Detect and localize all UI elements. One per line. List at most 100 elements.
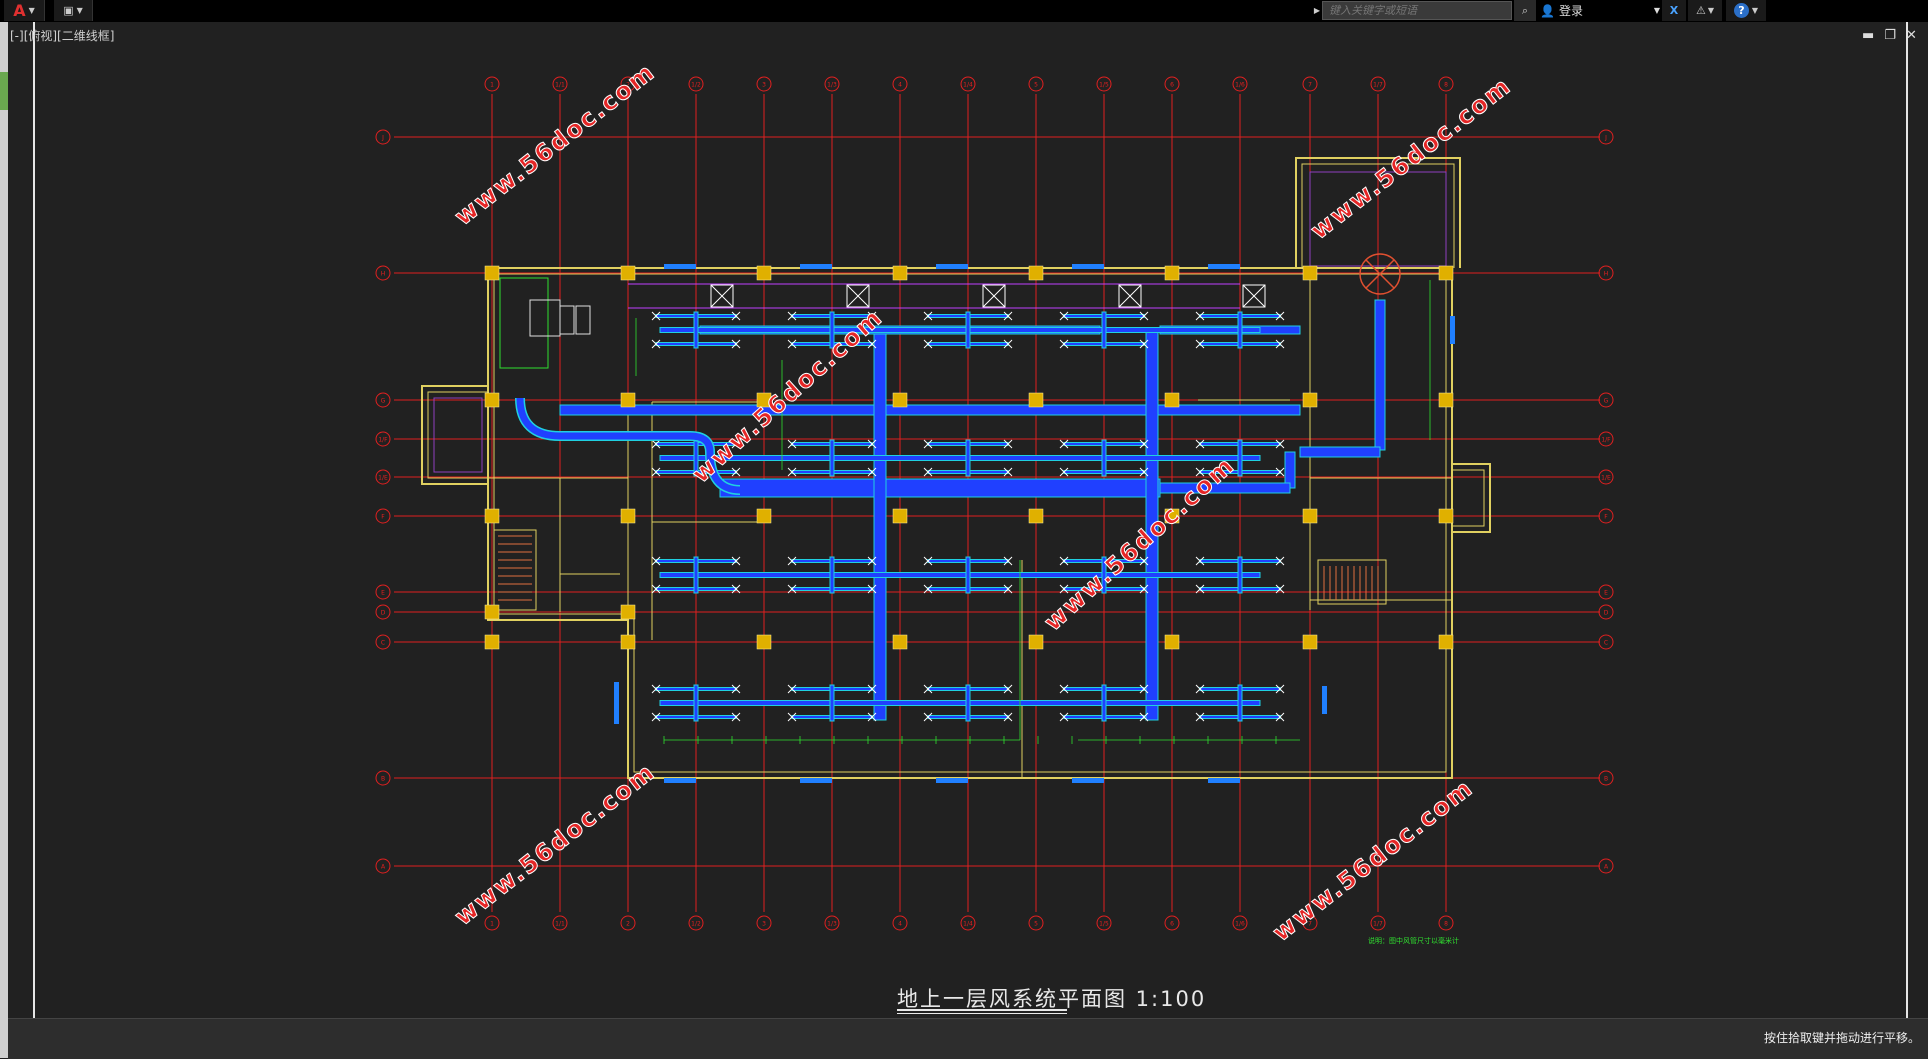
autodesk-exchange-button[interactable]: X: [1662, 0, 1686, 21]
diffuser-mark: [1275, 712, 1285, 722]
diffuser-mark: [923, 339, 933, 349]
axis-bubble: [1438, 76, 1454, 92]
diffuser-mark: [1003, 467, 1013, 477]
diffuser-mark: [1139, 311, 1149, 321]
column: [620, 392, 636, 408]
axis-bubble: [375, 508, 391, 524]
diffuser-mark: [731, 712, 741, 722]
diffuser-mark: [867, 712, 877, 722]
chevron-down-icon: ▼: [1707, 6, 1715, 15]
tool-palette-strip[interactable]: [0, 22, 8, 1058]
diffuser-mark: [1059, 339, 1069, 349]
diffuser-mark: [1003, 556, 1013, 566]
axis-bubble: [375, 431, 391, 447]
restore-icon[interactable]: ❐: [1884, 28, 1896, 43]
window: [800, 778, 832, 783]
building-walls: [421, 157, 1491, 779]
duct-segment: [659, 327, 1261, 333]
axis-bubble-label: 1/F: [378, 437, 388, 444]
axis-bubble-label: H: [1604, 271, 1609, 278]
column: [1164, 265, 1180, 281]
application-menu-button[interactable]: A ▼: [4, 0, 45, 21]
axis-bubble-label: 1/4: [963, 82, 973, 89]
structural-columns: [484, 265, 1454, 650]
duct-segment: [693, 556, 699, 594]
column: [1438, 508, 1454, 524]
diffuser-mark: [1139, 684, 1149, 694]
diffuser-mark: [787, 556, 797, 566]
help-button[interactable]: ? ▼: [1726, 0, 1766, 21]
window: [1208, 778, 1240, 783]
binoculars-search-icon[interactable]: ⌕: [1514, 0, 1536, 21]
axis-bubble-label: H: [381, 271, 386, 278]
column: [1302, 265, 1318, 281]
viewport-frame-left: [33, 22, 35, 1018]
axis-bubble-label: 1/1: [555, 82, 565, 89]
duct-segment: [659, 700, 1261, 706]
duct-segment: [965, 556, 971, 594]
diffuser-mark: [1139, 439, 1149, 449]
axis-bubble: [620, 76, 636, 92]
axis-bubble-label: 1/E: [1601, 475, 1611, 482]
close-icon[interactable]: ✕: [1905, 28, 1917, 43]
axis-bubble-label: 4: [898, 921, 902, 928]
a360-button[interactable]: ⚠ ▼: [1688, 0, 1722, 21]
axis-bubble: [375, 858, 391, 874]
diffuser-mark: [787, 467, 797, 477]
search-expand-button[interactable]: ▶: [1313, 6, 1321, 15]
viewport-controls[interactable]: [-][俯视][二维线框]: [10, 29, 115, 43]
axis-bubble-label: 4: [898, 82, 902, 89]
user-icon: 👤: [1540, 3, 1555, 18]
column: [1438, 634, 1454, 650]
sign-in-button[interactable]: 👤 登录 ▼: [1540, 0, 1660, 21]
diffuser-mark: [1195, 439, 1205, 449]
diffuser-mark: [867, 684, 877, 694]
duct-segment: [1374, 299, 1386, 451]
minimize-icon[interactable]: ▬: [1862, 28, 1875, 43]
axis-bubble: [375, 265, 391, 281]
diffuser-mark: [731, 339, 741, 349]
axis-bubble-label: 6: [1170, 82, 1174, 89]
axis-bubble: [1370, 76, 1386, 92]
diffuser-mark: [787, 684, 797, 694]
quick-access-toolbar-button[interactable]: ▣ ▼: [54, 0, 93, 21]
search-input[interactable]: [1322, 1, 1512, 20]
diffuser-mark: [1059, 439, 1069, 449]
axis-bubble: [1096, 915, 1112, 931]
diffuser-mark: [651, 467, 661, 477]
window: [1072, 778, 1104, 783]
duct-segment: [693, 311, 699, 349]
duct-segment: [829, 684, 835, 722]
axis-bubble-label: 2: [626, 921, 630, 928]
exhaust-fan-box: [982, 284, 1006, 308]
axis-bubble: [375, 604, 391, 620]
axis-bubble-label: 3: [762, 921, 766, 928]
diffuser-mark: [1059, 467, 1069, 477]
axis-bubble-label: 1/3: [827, 921, 837, 928]
diffuser-mark: [1275, 311, 1285, 321]
column: [892, 634, 908, 650]
column: [1028, 634, 1044, 650]
diffuser-mark: [1195, 311, 1205, 321]
diffuser-mark: [1003, 684, 1013, 694]
axis-bubble: [1598, 604, 1614, 620]
diffuser-mark: [1139, 556, 1149, 566]
duct-segment: [965, 439, 971, 477]
axis-bubble-label: E: [1604, 590, 1608, 597]
column: [756, 634, 772, 650]
exhaust-fan-box: [1118, 284, 1142, 308]
axis-bubble-label: C: [1604, 640, 1608, 647]
axis-bubble: [688, 915, 704, 931]
column: [1438, 265, 1454, 281]
axis-bubbles: 111/11/1221/21/2331/31/3441/41/4551/51/5…: [375, 76, 1614, 931]
axis-bubble-label: A: [1604, 864, 1609, 871]
axis-bubble-label: 1/6: [1235, 921, 1245, 928]
palette-tab[interactable]: [0, 72, 8, 110]
diffuser-mark: [923, 712, 933, 722]
window: [936, 264, 968, 269]
axis-bubble: [375, 392, 391, 408]
diffuser-mark: [787, 439, 797, 449]
axis-bubble: [552, 76, 568, 92]
duct-segment: [659, 455, 1261, 461]
